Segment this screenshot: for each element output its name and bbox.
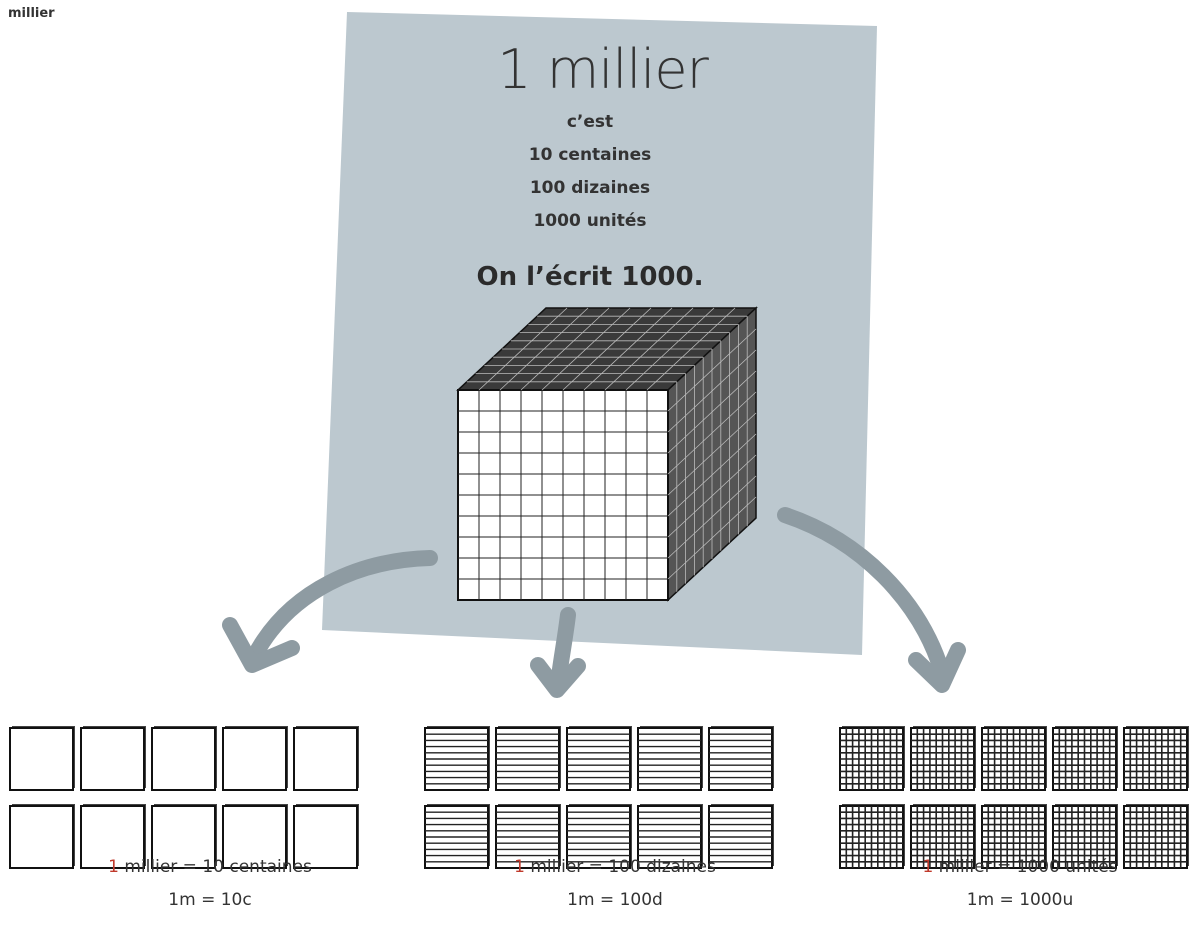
- written-form: On l’écrit 1000.: [476, 262, 704, 292]
- block-centaines: [293, 726, 359, 791]
- arrow-left: [222, 550, 438, 673]
- block-dizaines: [495, 804, 561, 869]
- block-dizaines: [424, 726, 490, 791]
- block-dizaines: [566, 804, 632, 869]
- block-centaines: [9, 726, 75, 791]
- block-centaines: [151, 726, 217, 791]
- block-unites: [910, 804, 976, 869]
- arrow-middle: [530, 607, 586, 698]
- abbr-dizaines: 1m = 100d: [567, 890, 663, 910]
- block-dizaines: [495, 726, 561, 791]
- block-unites: [1052, 726, 1118, 791]
- definition-line: c’est: [566, 112, 614, 132]
- block-dizaines: [708, 726, 774, 791]
- thousand-cube: [456, 306, 758, 602]
- block-centaines: [222, 804, 288, 869]
- title: 1 millier: [497, 38, 709, 101]
- arrow-right: [777, 507, 966, 693]
- block-unites: [981, 726, 1047, 791]
- block-unites: [1123, 804, 1189, 869]
- block-unites: [910, 726, 976, 791]
- block-centaines: [80, 804, 146, 869]
- block-centaines: [222, 726, 288, 791]
- block-dizaines: [708, 804, 774, 869]
- block-dizaines: [566, 726, 632, 791]
- definition-line: 1000 unités: [533, 211, 647, 231]
- block-unites: [839, 726, 905, 791]
- block-unites: [1123, 726, 1189, 791]
- abbr-centaines: 1m = 10c: [168, 890, 252, 910]
- corner-label: millier: [8, 6, 55, 21]
- block-dizaines: [637, 726, 703, 791]
- equation-unites: 1 millier = 1000 unités: [922, 857, 1118, 877]
- block-centaines: [293, 804, 359, 869]
- definition-line: 10 centaines: [528, 145, 652, 165]
- block-unites: [839, 804, 905, 869]
- block-centaines: [9, 804, 75, 869]
- block-dizaines: [637, 804, 703, 869]
- block-centaines: [151, 804, 217, 869]
- equation-centaines: 1 millier = 10 centaines: [108, 857, 312, 877]
- definition-line: 100 dizaines: [529, 178, 651, 198]
- block-dizaines: [424, 804, 490, 869]
- abbr-unites: 1m = 1000u: [966, 890, 1074, 910]
- block-centaines: [80, 726, 146, 791]
- equation-dizaines: 1 millier = 100 dizaines: [514, 857, 716, 877]
- block-unites: [981, 804, 1047, 869]
- block-unites: [1052, 804, 1118, 869]
